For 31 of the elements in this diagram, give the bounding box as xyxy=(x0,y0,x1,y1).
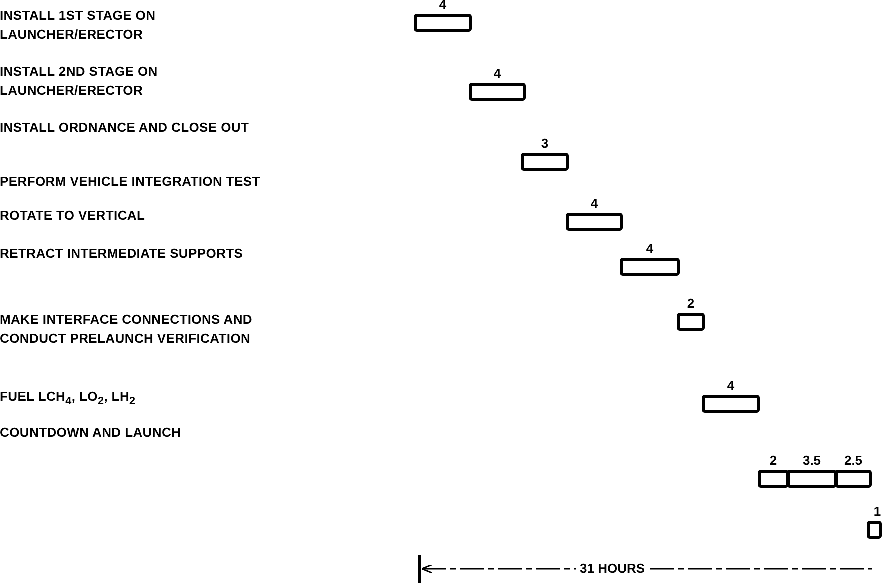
duration-bar xyxy=(566,213,623,231)
duration-bar xyxy=(414,14,472,32)
task-label: RETRACT INTERMEDIATE SUPPORTS xyxy=(0,245,244,263)
duration-bar xyxy=(867,521,882,539)
duration-bar xyxy=(787,470,837,488)
duration-bar xyxy=(469,83,526,101)
duration-label: 1 xyxy=(874,505,882,519)
duration-label: 2 xyxy=(687,297,695,311)
duration-label: 4 xyxy=(646,242,654,256)
duration-label: 4 xyxy=(494,67,502,81)
task-label: COUNTDOWN AND LAUNCH xyxy=(0,424,182,442)
duration-bar xyxy=(521,153,569,171)
duration-bar xyxy=(620,258,680,276)
duration-label: 2.5 xyxy=(844,454,863,468)
task-label: FUEL LCH$_{4}$, LO$_{2}$, LH$_{2}$ xyxy=(0,388,137,410)
task-label: INSTALL 2ND STAGE ON LAUNCHER/ERECTOR xyxy=(0,63,159,100)
duration-label: 4 xyxy=(590,197,598,211)
duration-bar xyxy=(677,313,705,331)
duration-label: 3 xyxy=(541,137,549,151)
task-label: INSTALL ORDNANCE AND CLOSE OUT xyxy=(0,119,250,137)
duration-bar xyxy=(835,470,872,488)
duration-label: 4 xyxy=(727,379,735,393)
duration-bar xyxy=(758,470,789,488)
duration-label: 2 xyxy=(770,454,778,468)
task-label: INSTALL 1ST STAGE ON LAUNCHER/ERECTOR xyxy=(0,7,157,44)
duration-bar xyxy=(702,395,760,413)
task-label: MAKE INTERFACE CONNECTIONS AND CONDUCT PRELAUNCH VERIFICATION xyxy=(0,311,254,348)
duration-label: 3.5 xyxy=(802,454,822,468)
task-label: ROTATE TO VERTICAL xyxy=(0,207,146,225)
duration-label: 4 xyxy=(439,0,447,12)
task-label: PERFORM VEHICLE INTEGRATION TEST xyxy=(0,173,262,191)
